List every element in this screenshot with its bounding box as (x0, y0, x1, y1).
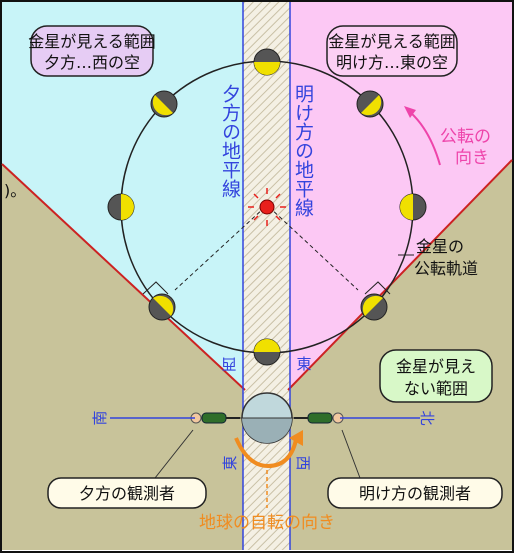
morning-boundary-line (287, 159, 513, 391)
revolution-direction-line2: 向き (455, 148, 489, 168)
compass-west-label: 西 (221, 355, 236, 373)
revolution-direction-line1: 公転の (440, 127, 491, 147)
venus-phase-icon (356, 90, 384, 118)
morning-horizon-label: 明け方の地平線 (292, 84, 314, 217)
morning-range-box (326, 25, 458, 77)
observer-icon (292, 412, 344, 424)
earth-rotation-label: 地球の自転の向き (199, 513, 335, 533)
venus-orbit-line2: 公転軌道 (414, 259, 478, 278)
evening-range-line1: 金星が見える範囲 (28, 32, 156, 51)
morning-range-line2: 明け方…東の空 (336, 53, 448, 72)
revolution-arrow-icon (404, 106, 441, 166)
not-visible-range-box (379, 349, 493, 403)
evening-horizon-label: 夕方の地平線 (219, 84, 241, 198)
morning-range-line1: 金星が見える範囲 (328, 32, 456, 51)
sun-icon (248, 188, 286, 226)
evening-observer-pointer (154, 429, 194, 479)
not-visible-range-line1: 金星が見え (396, 357, 476, 376)
earth-icon (241, 392, 293, 444)
compass-south-label: 南 (91, 410, 109, 425)
radius-right (268, 206, 359, 291)
evening-range-line2: 夕方…西の空 (44, 53, 140, 72)
evening-observer-box (47, 477, 207, 509)
morning-observer-pointer (341, 429, 361, 479)
evening-boundary-line (1, 163, 246, 391)
ground-left (2, 164, 243, 550)
compass-east-bottom-label: 東 (221, 455, 239, 470)
edge-glyph: )。 (4, 181, 26, 200)
venus-phase-icon (399, 193, 427, 221)
venus-phase-icon (150, 90, 178, 118)
not-visible-range-line2: ない範囲 (404, 379, 468, 398)
rotation-arrow-icon (234, 430, 303, 508)
compass-west-bottom-label: 西 (294, 455, 312, 470)
venus-phase-icon (360, 293, 388, 321)
observer-icon (190, 412, 243, 424)
venus-phase-icon (253, 48, 281, 76)
venus-phase-icon (253, 338, 281, 366)
morning-observer-box (327, 477, 503, 509)
venus-phase-icon (107, 193, 135, 221)
venus-orbit-line1: 金星の (416, 237, 464, 256)
evening-observer-label: 夕方の観測者 (79, 484, 175, 503)
evening-range-box (30, 25, 154, 77)
right-angle-left (142, 281, 169, 295)
venus-phase-icon (148, 293, 176, 321)
morning-observer-label: 明け方の観測者 (359, 484, 471, 503)
compass-north-label: 北 (418, 410, 436, 425)
right-angle-right (364, 281, 391, 295)
compass-east-label: 東 (296, 355, 311, 373)
